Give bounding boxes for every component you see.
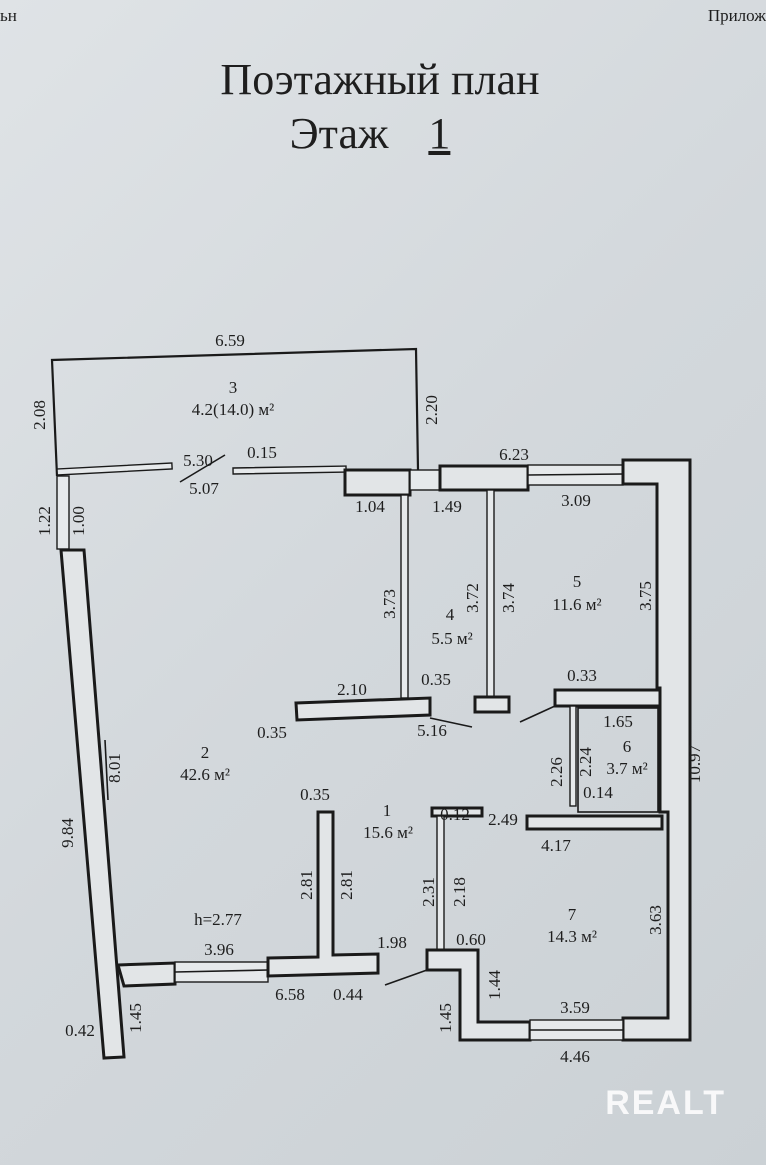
- room-5-number: 5: [573, 572, 582, 591]
- leader-line: [429, 717, 473, 728]
- dimension: 10.97: [685, 744, 704, 783]
- dimension: 0.15: [247, 443, 277, 462]
- dimension: 0.44: [333, 985, 363, 1004]
- pillar: [473, 695, 511, 714]
- floor-label: Этаж: [289, 109, 389, 158]
- dimension: 0.42: [65, 1021, 95, 1040]
- wall: [553, 688, 662, 708]
- dimension: 0.14: [583, 783, 613, 802]
- wall-partition: [486, 489, 495, 698]
- dimension: 0.35: [257, 723, 287, 742]
- dimension: 2.18: [450, 877, 469, 907]
- dimension: 1.44: [485, 970, 504, 1000]
- dimension: 3.75: [636, 581, 655, 611]
- dimension: 3.96: [204, 940, 234, 959]
- dimension: 2.10: [337, 680, 367, 699]
- room-2-number: 2: [201, 743, 210, 762]
- room-5-area: 11.6 м²: [552, 595, 601, 614]
- room-7-number: 7: [568, 905, 577, 924]
- dimension: 1.04: [355, 497, 385, 516]
- dimension: 2.24: [576, 747, 595, 777]
- dimension: 4.17: [541, 836, 571, 855]
- wall-partition: [436, 815, 445, 952]
- dimension: 5.07: [189, 479, 219, 498]
- window-pane: [174, 969, 269, 973]
- watermark-logo: REALT: [605, 1084, 726, 1122]
- dimension: 3.72: [463, 583, 482, 613]
- ceiling-height: h=2.77: [194, 910, 242, 929]
- balcony-wall: [56, 462, 173, 476]
- dimension: 2.49: [488, 810, 518, 829]
- dimension: 1.98: [377, 933, 407, 952]
- corner-text-right: Прилож: [707, 6, 766, 25]
- dimension: 1.45: [436, 1003, 455, 1033]
- leader-line: [519, 705, 556, 723]
- wall: [438, 464, 530, 492]
- dimension: 2.26: [547, 757, 566, 787]
- wall: [116, 961, 177, 988]
- dimension: 0.12: [440, 805, 470, 824]
- wall-left: [59, 548, 126, 1060]
- room-2-area: 42.6 м²: [180, 765, 230, 784]
- wall-right: [621, 458, 692, 1042]
- floor-heading: Этаж 1: [0, 112, 740, 156]
- dimension: 1.00: [69, 506, 88, 536]
- balcony-wall: [232, 465, 347, 475]
- wall: [343, 468, 412, 497]
- room-4-area: 5.5 м²: [431, 629, 472, 648]
- dimension: 9.84: [58, 818, 77, 848]
- dimension: 3.59: [560, 998, 590, 1017]
- room-3-number: 3: [229, 378, 238, 397]
- dimension: 0.35: [421, 670, 451, 689]
- wall: [430, 806, 484, 818]
- leader-line: [179, 454, 226, 483]
- room-1-number: 1: [383, 801, 392, 820]
- room-7-area: 14.3 м²: [547, 927, 597, 946]
- dimension: 2.31: [419, 877, 438, 907]
- wall: [294, 696, 432, 722]
- dimension: 6.23: [499, 445, 529, 464]
- dimension: 2.08: [30, 400, 49, 430]
- corner-text-left: ьн: [0, 6, 17, 25]
- room-6-outline: [577, 707, 659, 813]
- dimension: 0.60: [456, 930, 486, 949]
- dimension: 4.46: [560, 1047, 590, 1066]
- window: [409, 469, 441, 491]
- room-1-area: 15.6 м²: [363, 823, 413, 842]
- dimension: 1.49: [432, 497, 462, 516]
- dimension: 0.33: [567, 666, 597, 685]
- dimension: 1.22: [35, 506, 54, 536]
- dimension-line: [104, 739, 109, 801]
- dimension: 2.81: [297, 870, 316, 900]
- balcony-outline: [50, 347, 420, 477]
- leader-line: [384, 969, 428, 986]
- room-3-area: 4.2(14.0) м²: [192, 400, 274, 419]
- dimension: 3.73: [380, 589, 399, 619]
- dimension: 6.59: [215, 331, 245, 350]
- window-pane: [527, 473, 624, 476]
- wall: [525, 814, 664, 831]
- dimension: 5.30: [183, 451, 213, 470]
- dimension: 8.01: [105, 753, 124, 783]
- dimension: 1.45: [126, 1003, 145, 1033]
- dimension: 2.20: [422, 395, 441, 425]
- balcony-wall-left: [56, 475, 70, 550]
- page-title: Поэтажный план: [220, 55, 540, 104]
- dimension: 5.16: [417, 721, 447, 740]
- dimension: 6.58: [275, 985, 305, 1004]
- room-6-number: 6: [623, 737, 632, 756]
- dimension: 0.35: [300, 785, 330, 804]
- wall-t: [266, 810, 380, 978]
- dimension: 3.09: [561, 491, 591, 510]
- dimension: 2.81: [337, 870, 356, 900]
- room-6-area: 3.7 м²: [606, 759, 647, 778]
- dimension: 3.74: [499, 583, 518, 613]
- floor-number: 1: [428, 109, 451, 158]
- dimension: 3.63: [646, 905, 665, 935]
- room-4-number: 4: [446, 605, 455, 624]
- wall-partition: [400, 494, 409, 699]
- dimension: 1.65: [603, 712, 633, 731]
- wall-partition: [569, 705, 577, 807]
